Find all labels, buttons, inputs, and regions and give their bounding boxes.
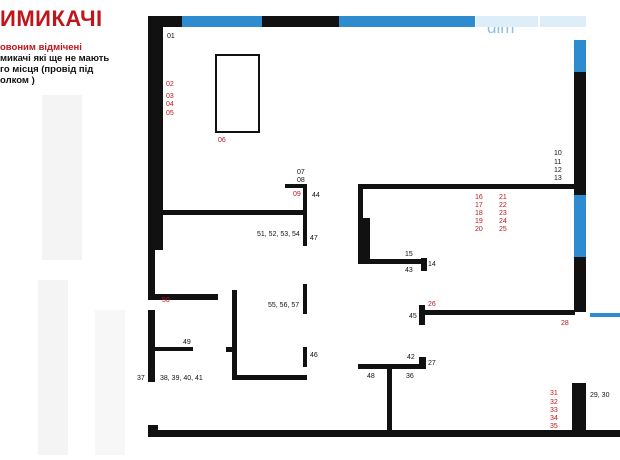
walls: [148, 16, 620, 437]
legend-line-3: го місця (провід під: [0, 64, 94, 75]
wall: [574, 257, 586, 312]
device-label: 51, 52, 53, 54: [257, 231, 300, 238]
wall: [303, 184, 307, 246]
windows: [182, 16, 620, 317]
wall: [574, 72, 586, 195]
device-label: 45: [409, 313, 417, 320]
device-label: 02: [166, 81, 174, 88]
device-label: 44: [312, 192, 320, 199]
wall: [303, 284, 307, 314]
window-top-left: [182, 16, 262, 27]
device-label: 50: [162, 297, 170, 304]
wall: [148, 16, 163, 250]
device-label: 09: [293, 191, 301, 198]
device-label: 19: [475, 218, 483, 225]
device-label: 08: [297, 177, 305, 184]
background-patch: [95, 310, 125, 455]
wall: [232, 290, 237, 380]
wall: [358, 184, 363, 264]
wall: [358, 259, 422, 264]
device-label: 03: [166, 93, 174, 100]
device-label: 07: [297, 169, 305, 176]
device-label: 31: [550, 390, 558, 397]
device-label: 47: [310, 235, 318, 242]
device-label: 42: [407, 354, 415, 361]
device-label: 29, 30: [590, 392, 610, 399]
device-label: 12: [554, 167, 562, 174]
wall: [148, 294, 218, 300]
device-label: 43: [405, 267, 413, 274]
wall: [421, 258, 427, 271]
device-label: 22: [499, 202, 507, 209]
device-label: 27: [428, 360, 436, 367]
device-label: 01: [167, 33, 175, 40]
device-label: 04: [166, 101, 174, 108]
desk-outline: [215, 54, 260, 133]
device-label: 18: [475, 210, 483, 217]
device-label: 35: [550, 423, 558, 430]
legend-line-1: овоним відмічені: [0, 42, 82, 53]
wall: [148, 430, 620, 437]
wall: [425, 310, 575, 315]
wall: [387, 364, 392, 430]
device-label: 20: [475, 226, 483, 233]
window-top-light: [540, 16, 586, 27]
background-patch: [42, 95, 82, 260]
wall: [419, 357, 426, 369]
window-right-middle: [574, 195, 586, 257]
device-label: 10: [554, 150, 562, 157]
window-top-middle: [339, 16, 475, 27]
wall: [155, 347, 193, 351]
legend-line-2: микачі які ще не мають: [0, 53, 110, 64]
device-label: 05: [166, 110, 174, 117]
device-label: 26: [428, 301, 436, 308]
device-label: 37: [137, 375, 145, 382]
device-label: 32: [550, 399, 558, 406]
wall: [232, 375, 307, 380]
device-label: 24: [499, 218, 507, 225]
device-label: 17: [475, 202, 483, 209]
wall: [572, 383, 586, 433]
wall: [163, 210, 307, 215]
device-label: 14: [428, 261, 436, 268]
background-patch: [38, 280, 68, 455]
device-label: 34: [550, 415, 558, 422]
device-label: 11: [554, 159, 561, 166]
wall: [358, 184, 574, 189]
device-label: 28: [561, 320, 569, 327]
window-right-upper: [574, 40, 586, 72]
device-label: 33: [550, 407, 558, 414]
wall: [148, 310, 155, 382]
wall: [285, 184, 307, 188]
device-label: 48: [367, 373, 375, 380]
device-label: 16: [475, 194, 483, 201]
device-label: 25: [499, 226, 507, 233]
device-label: 13: [554, 175, 562, 182]
device-label: 38, 39, 40, 41: [160, 375, 203, 382]
device-label: 06: [218, 137, 226, 144]
wall: [148, 250, 155, 294]
cable-right: [590, 313, 620, 317]
legend-title: ИМИКАЧІ: [0, 6, 103, 31]
device-label: 46: [310, 352, 318, 359]
wall: [303, 347, 307, 367]
device-label: 36: [406, 373, 414, 380]
wall: [419, 305, 425, 325]
legend-line-4: олком ): [0, 75, 35, 86]
wall: [262, 16, 339, 27]
window-top-light: [476, 16, 538, 27]
wall: [363, 218, 370, 264]
device-label: 55, 56, 57: [268, 302, 299, 309]
device-label: 49: [183, 339, 191, 346]
device-label: 21: [499, 194, 507, 201]
device-label: 15: [405, 251, 413, 258]
wall: [226, 347, 232, 352]
wall: [148, 16, 182, 27]
device-label: 23: [499, 210, 507, 217]
